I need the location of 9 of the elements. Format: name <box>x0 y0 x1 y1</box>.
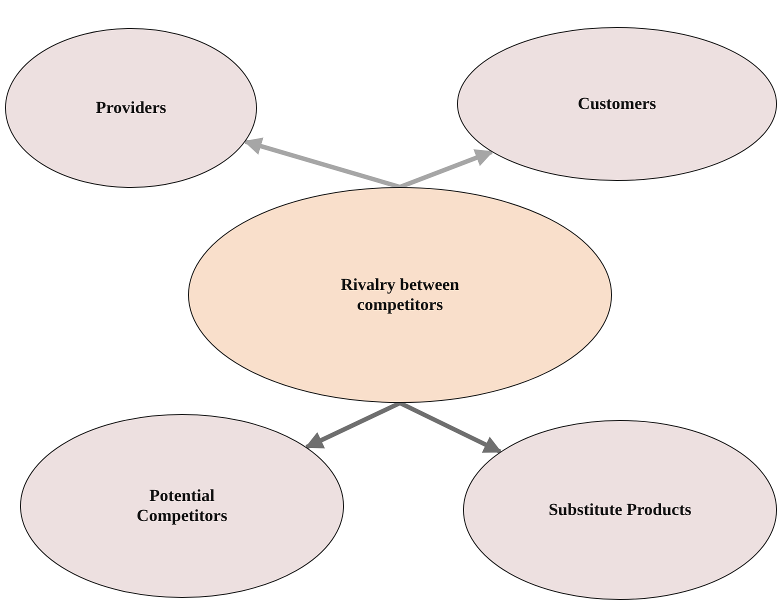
arrow <box>399 400 502 454</box>
node-label: Customers <box>578 94 656 114</box>
node-label: Potential Competitors <box>136 486 228 526</box>
arrow <box>304 400 401 450</box>
node-label: Providers <box>96 98 166 118</box>
node-label: Substitute Products <box>548 500 692 520</box>
arrow <box>399 149 494 190</box>
node-label: Rivalry between competitors <box>340 275 460 315</box>
arrow <box>244 138 401 190</box>
